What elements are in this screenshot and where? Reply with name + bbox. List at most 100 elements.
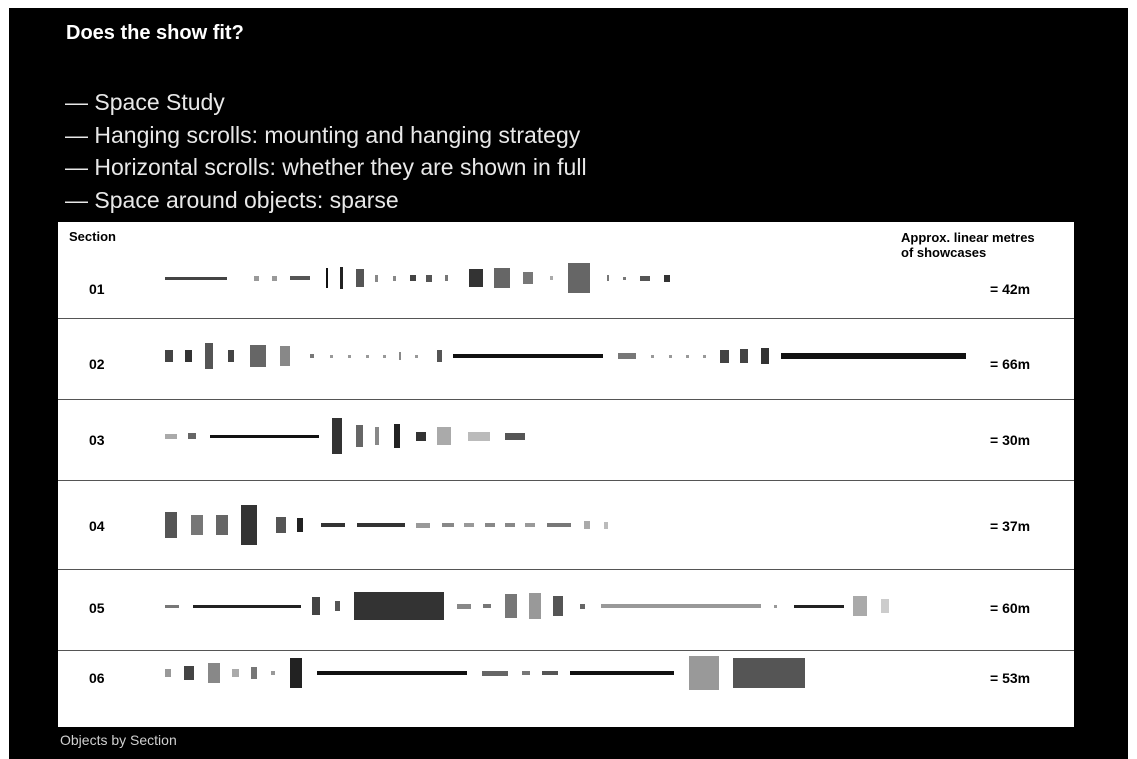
object-thumbnail <box>165 669 171 677</box>
object-thumbnail <box>410 275 416 281</box>
section-number: 06 <box>89 670 105 686</box>
object-thumbnail <box>651 354 654 358</box>
object-thumbnail <box>205 343 213 369</box>
object-thumbnail <box>523 272 533 284</box>
figure-caption: Objects by Section <box>60 732 177 748</box>
object-thumbnail <box>553 596 563 616</box>
object-thumbnail <box>394 424 400 448</box>
object-thumbnail <box>290 276 310 280</box>
bullet-item: — Horizontal scrolls: whether they are s… <box>65 154 587 180</box>
section-number: 03 <box>89 432 105 448</box>
bullet-list: — Space Study — Hanging scrolls: mountin… <box>65 86 587 216</box>
metres-header-line: Approx. linear metres <box>901 230 1035 245</box>
object-thumbnail <box>623 276 626 280</box>
object-thumbnail <box>774 604 777 608</box>
section-metres: = 66m <box>990 356 1031 372</box>
object-thumbnail <box>348 354 351 358</box>
object-thumbnail <box>601 604 761 608</box>
object-thumbnail <box>542 671 558 675</box>
object-thumbnail <box>505 432 525 440</box>
object-thumbnail <box>366 354 369 358</box>
object-thumbnails <box>58 570 1074 650</box>
object-thumbnail <box>740 349 748 363</box>
object-thumbnail <box>522 671 530 675</box>
object-thumbnail <box>494 268 510 288</box>
object-thumbnail <box>208 663 220 683</box>
row-divider <box>58 318 1074 319</box>
metres-column-header: Approx. linear metres of showcases <box>901 230 1076 260</box>
object-thumbnail <box>165 604 179 608</box>
object-thumbnail <box>335 601 340 611</box>
object-thumbnail <box>550 276 553 280</box>
object-thumbnail <box>165 433 177 439</box>
object-thumbnail <box>340 267 343 289</box>
section-metres: = 42m <box>990 281 1031 297</box>
row-divider <box>58 650 1074 651</box>
object-thumbnail <box>505 523 515 527</box>
object-thumbnail <box>604 521 608 529</box>
section-column-header: Section <box>69 229 116 244</box>
object-thumbnail <box>276 517 286 533</box>
object-thumbnail <box>356 269 364 287</box>
object-thumbnail <box>210 434 319 438</box>
object-thumbnail <box>416 431 426 441</box>
object-thumbnail <box>356 425 363 447</box>
section-number: 04 <box>89 518 105 534</box>
object-thumbnail <box>191 515 203 535</box>
object-thumbnail <box>232 669 239 677</box>
object-thumbnail <box>297 518 303 532</box>
object-thumbnail <box>426 274 432 282</box>
object-thumbnail <box>703 354 706 358</box>
object-thumbnail <box>326 268 328 288</box>
object-thumbnail <box>733 658 805 688</box>
object-thumbnail <box>464 523 474 527</box>
object-thumbnail <box>280 346 290 366</box>
section-metres: = 30m <box>990 432 1031 448</box>
object-thumbnail <box>185 350 192 362</box>
object-thumbnail <box>416 522 430 528</box>
object-thumbnail <box>272 275 277 281</box>
object-thumbnail <box>618 353 636 359</box>
object-thumbnails <box>58 651 1074 727</box>
object-thumbnail <box>330 354 333 358</box>
object-thumbnail <box>399 352 401 360</box>
section-metres: = 53m <box>990 670 1031 686</box>
object-thumbnail <box>580 603 585 609</box>
section-row-02: 02 = 66m <box>58 319 1074 399</box>
section-row-06: 06 = 53m <box>58 651 1074 727</box>
object-thumbnail <box>568 263 590 293</box>
object-thumbnail <box>184 666 194 680</box>
object-thumbnail <box>375 274 378 282</box>
object-thumbnail <box>165 350 173 362</box>
section-row-04: 04 = 37m <box>58 481 1074 569</box>
object-thumbnail <box>251 667 257 679</box>
object-thumbnail <box>393 275 396 281</box>
bullet-item: — Hanging scrolls: mounting and hanging … <box>65 121 581 148</box>
object-thumbnail <box>357 523 405 527</box>
object-thumbnail <box>354 592 444 620</box>
object-thumbnail <box>415 354 418 358</box>
objects-by-section-panel: Section Approx. linear metres of showcas… <box>58 222 1074 727</box>
section-metres: = 60m <box>990 600 1031 616</box>
object-thumbnail <box>547 523 571 527</box>
object-thumbnail <box>483 604 491 608</box>
slide-title: Does the show fit? <box>66 22 244 44</box>
object-thumbnail <box>505 594 517 618</box>
object-thumbnail <box>437 350 442 362</box>
object-thumbnails <box>58 481 1074 569</box>
object-thumbnail <box>165 276 227 280</box>
object-thumbnail <box>250 345 266 367</box>
object-thumbnail <box>761 348 769 364</box>
object-thumbnail <box>570 671 674 675</box>
object-thumbnail <box>457 603 471 609</box>
object-thumbnail <box>853 596 867 616</box>
object-thumbnail <box>216 515 228 535</box>
section-row-05: 05 = 60m <box>58 570 1074 650</box>
object-thumbnail <box>228 350 234 362</box>
object-thumbnail <box>720 349 729 363</box>
object-thumbnail <box>781 353 966 359</box>
object-thumbnail <box>689 656 719 690</box>
object-thumbnail <box>437 427 451 445</box>
object-thumbnail <box>317 671 467 675</box>
object-thumbnail <box>686 354 689 358</box>
